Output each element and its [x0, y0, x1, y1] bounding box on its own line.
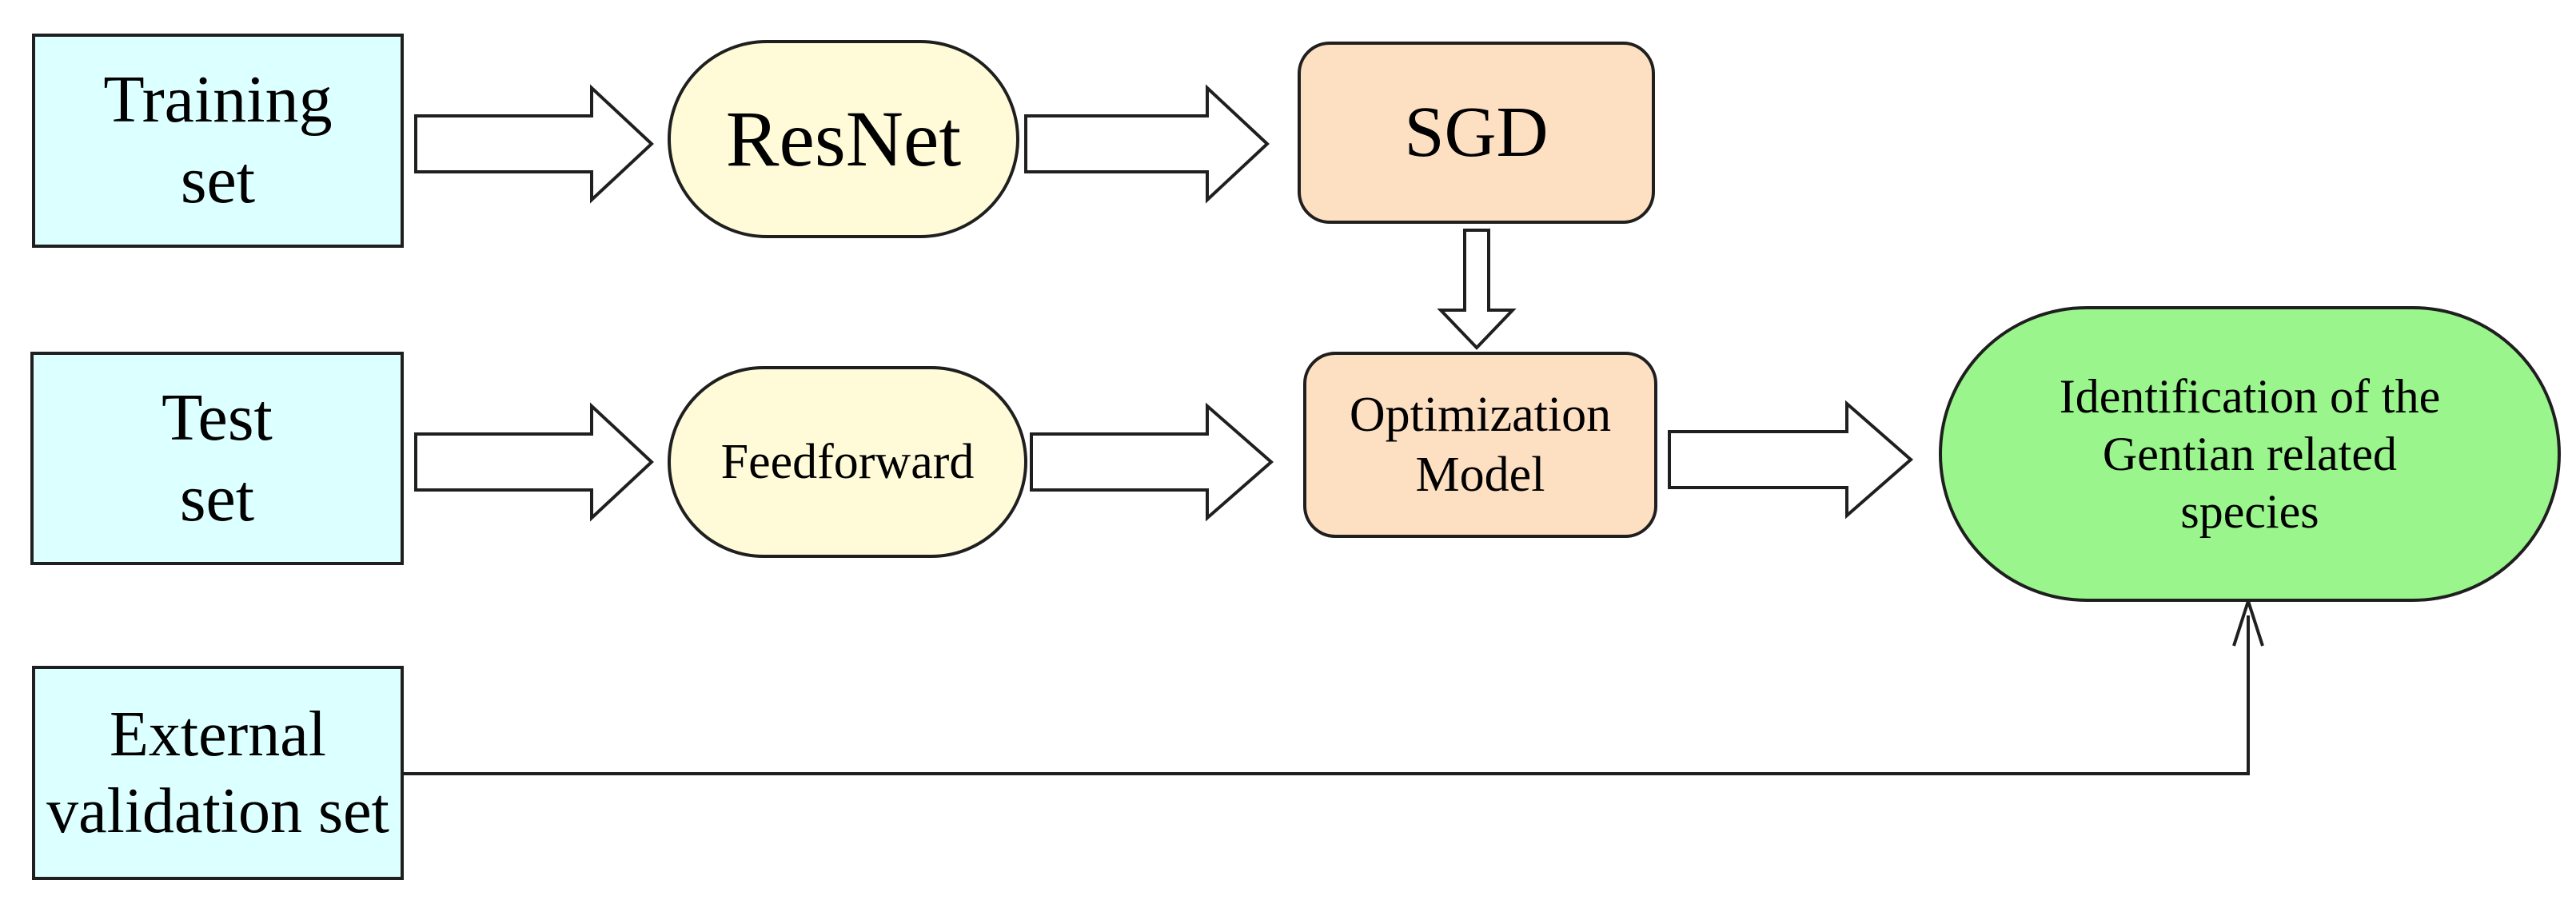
resnet-node: ResNet — [668, 40, 1019, 238]
identification-label: Identification of the Gentian related sp… — [2059, 370, 2441, 538]
arrow-test-to-feedforward — [414, 402, 654, 522]
training-set-box: Training set — [32, 34, 404, 248]
sgd-label: SGD — [1404, 93, 1549, 172]
arrow-feedforward-to-optimization — [1030, 402, 1274, 522]
arrow-resnet-to-sgd — [1024, 84, 1270, 204]
optimization-model-label: Optimization Model — [1349, 388, 1612, 502]
arrow-training-to-resnet — [414, 84, 654, 204]
sgd-node: SGD — [1298, 42, 1655, 224]
test-set-label: Test set — [161, 380, 273, 536]
connector-external-to-identification — [404, 615, 2250, 775]
arrow-sgd-to-optimization — [1437, 229, 1517, 350]
resnet-label: ResNet — [725, 94, 962, 183]
identification-node: Identification of the Gentian related sp… — [1939, 306, 2561, 602]
external-validation-set-label: External validation set — [46, 699, 389, 846]
arrow-optimization-to-identification — [1668, 400, 1914, 520]
optimization-model-node: Optimization Model — [1303, 352, 1657, 538]
training-set-label: Training set — [103, 62, 333, 217]
external-validation-set-box: External validation set — [32, 666, 404, 880]
test-set-box: Test set — [30, 352, 404, 565]
feedforward-label: Feedforward — [720, 434, 975, 489]
feedforward-node: Feedforward — [668, 366, 1027, 558]
